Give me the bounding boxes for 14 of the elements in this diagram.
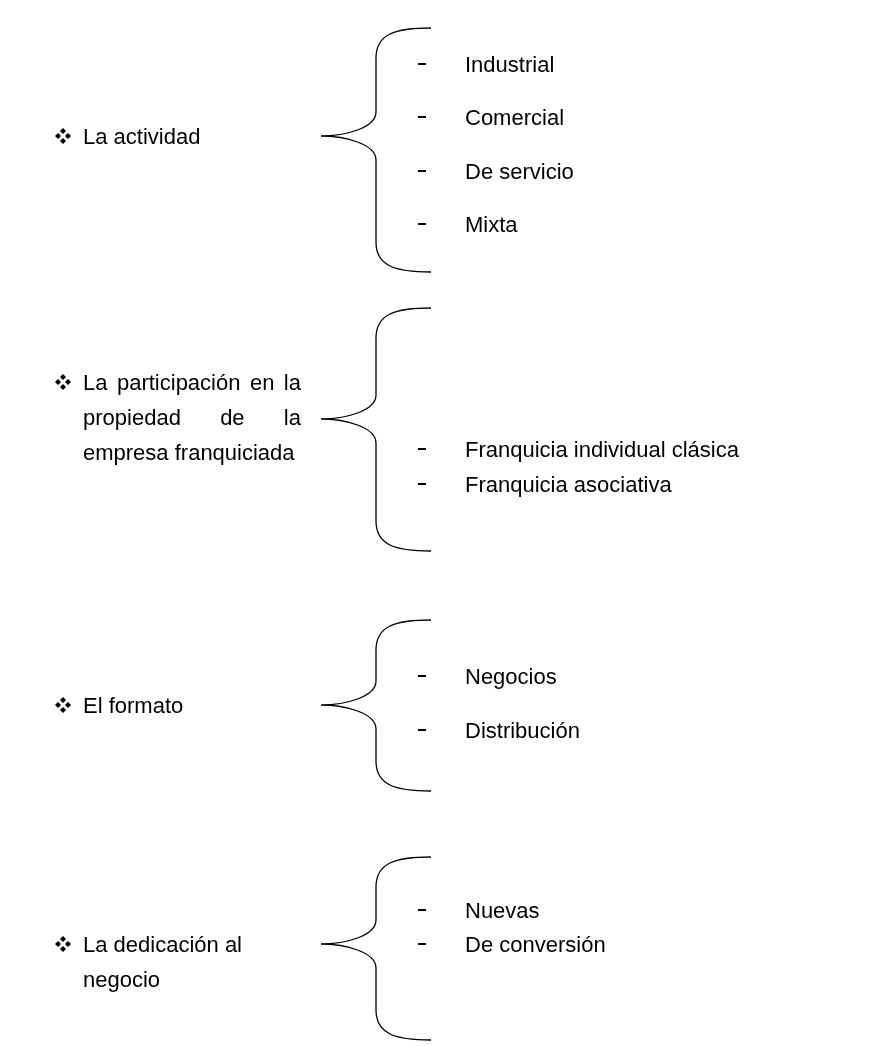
list-item: Comercial <box>465 103 565 132</box>
list-item: Distribución <box>465 716 580 745</box>
list-item: Industrial <box>465 50 555 79</box>
list-item: De conversión <box>465 930 606 959</box>
list-item: Nuevas <box>465 896 540 925</box>
list-item: De servicio <box>465 157 574 186</box>
list-item: Franquicia asociativa <box>465 470 672 499</box>
category-heading: El formato <box>83 691 185 720</box>
category-heading: La actividad <box>83 122 202 151</box>
category-heading: La participación en la propiedad de la empresa franquiciada <box>83 368 301 467</box>
list-item: Mixta <box>465 210 518 239</box>
list-item: Franquicia individual clásica <box>465 435 739 464</box>
list-item: Negocios <box>465 662 557 691</box>
category-heading: La dedicación al negocio <box>83 930 243 994</box>
